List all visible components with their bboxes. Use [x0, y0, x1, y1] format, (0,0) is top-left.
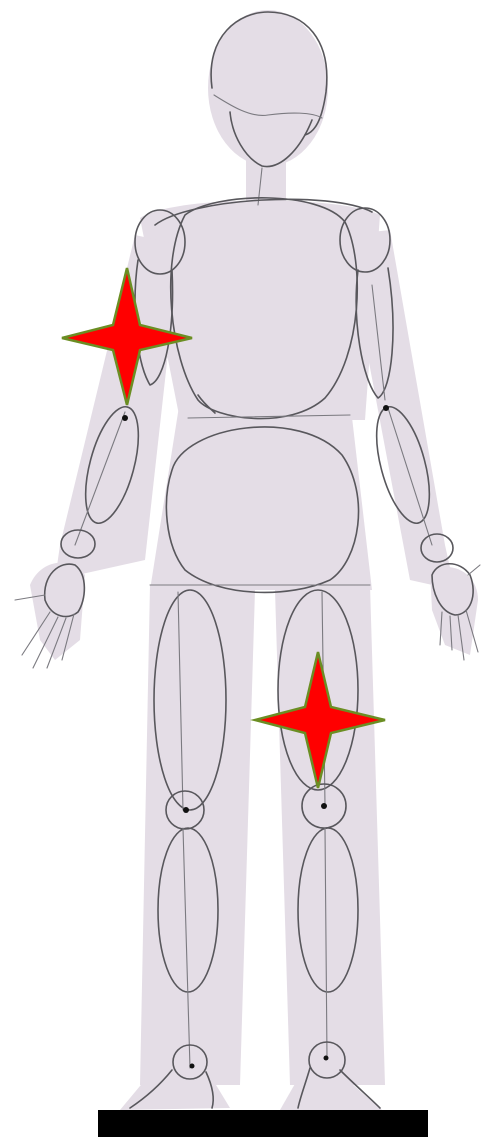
body-silhouette: [30, 10, 478, 1110]
ground-base: [98, 1110, 428, 1137]
